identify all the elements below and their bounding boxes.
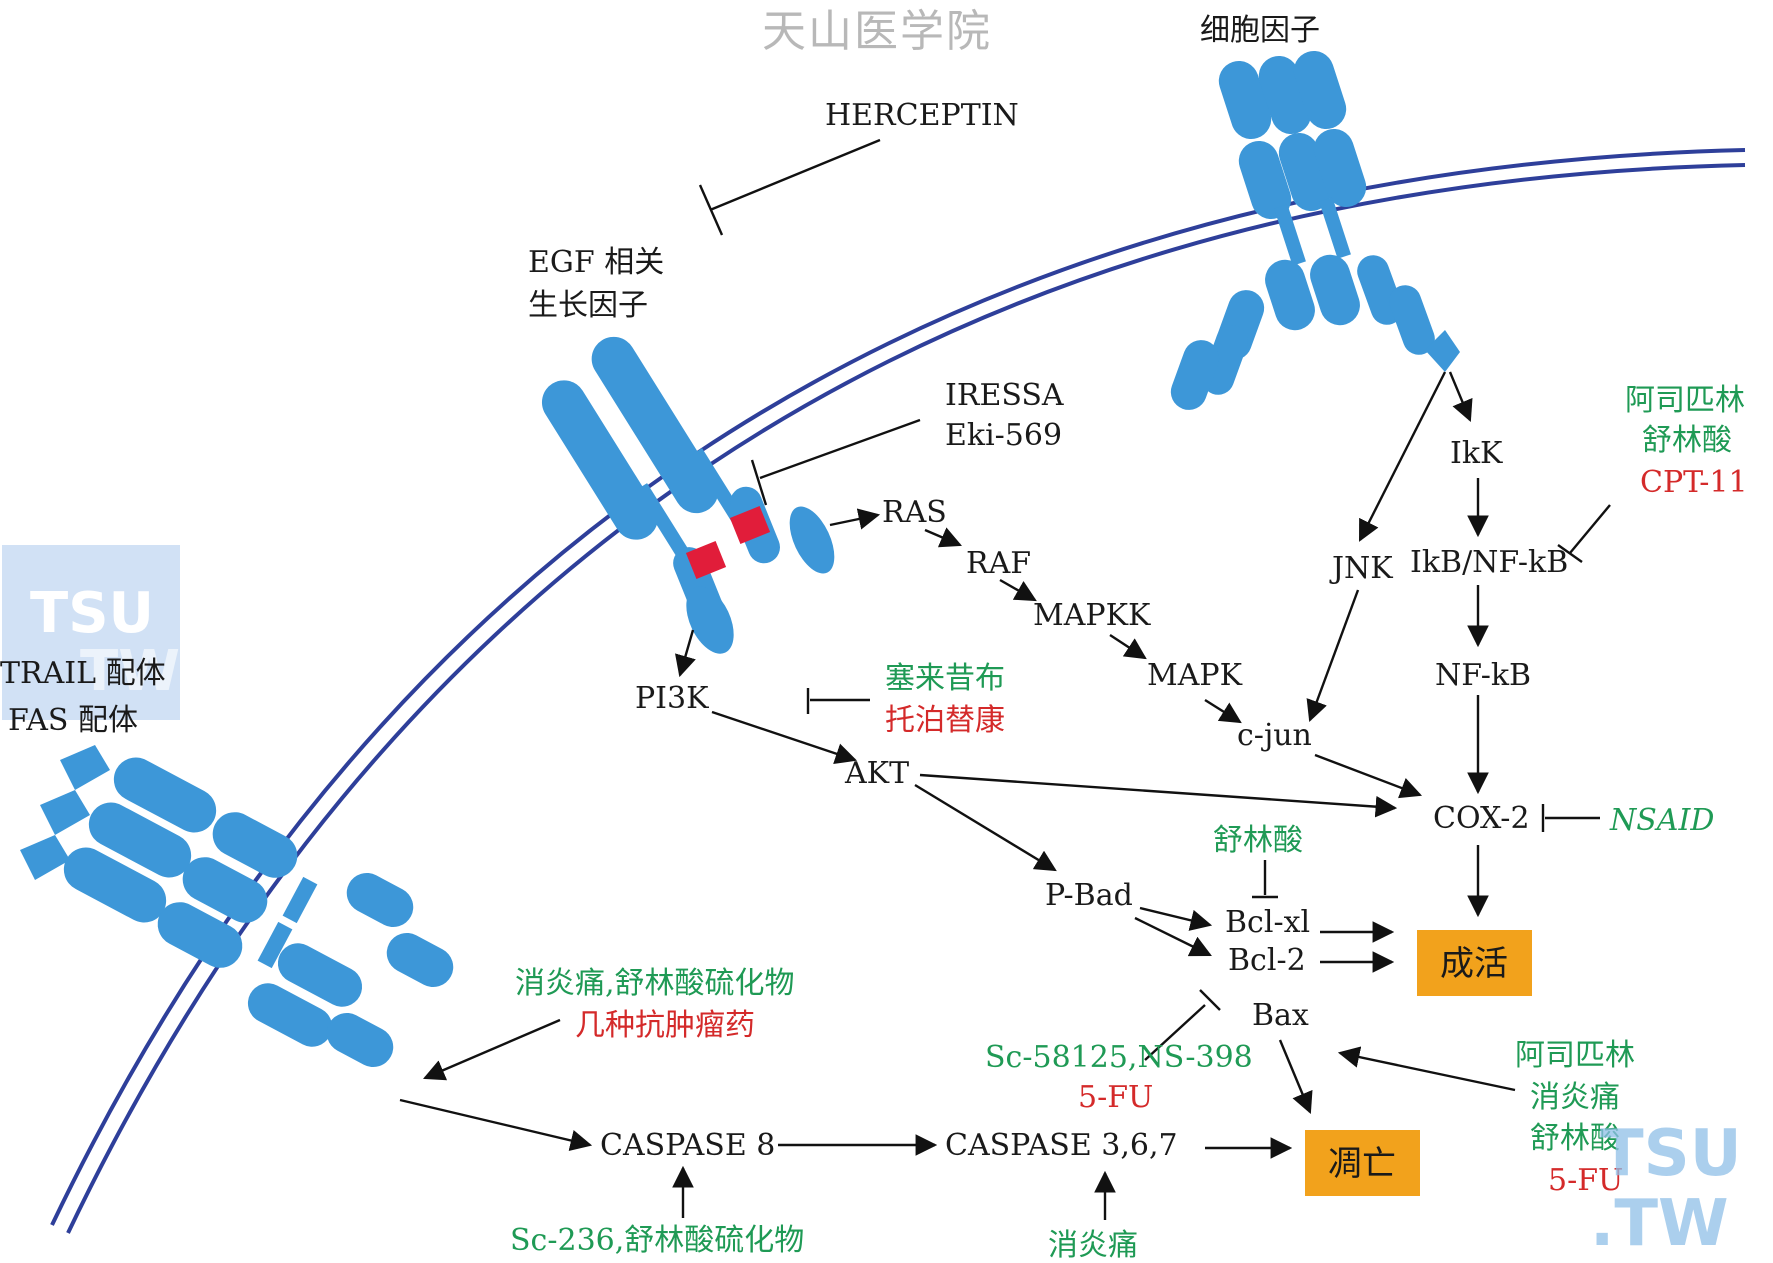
node-caspase367: CASPASE 3,6,7 [945, 1128, 1178, 1163]
node-bax: Bax [1252, 998, 1309, 1033]
apoptosis-box [1305, 1130, 1420, 1196]
sulindac-mid-label: 舒林酸 [1213, 823, 1303, 858]
pathway-edges [399, 138, 1611, 1220]
sulindac-top-label: 舒林酸 [1642, 423, 1732, 458]
trail-label: TRAIL 配体 [0, 656, 166, 691]
egf-label-line1: EGF 相关 [528, 245, 664, 280]
node-nfkb: NF-kB [1435, 658, 1531, 693]
aspirin-bottom-label: 阿司匹林 [1515, 1038, 1635, 1073]
node-cjun: c-jun [1237, 718, 1312, 753]
fu-bottom-label: 5-FU [1548, 1163, 1623, 1198]
survival-label: 成活 [1440, 944, 1508, 984]
sulindac-bottom-label: 舒林酸 [1530, 1121, 1620, 1156]
node-mapk: MAPK [1147, 658, 1243, 693]
node-mapkk: MAPKK [1033, 598, 1151, 633]
fu-mid-label: 5-FU [1078, 1080, 1153, 1115]
topotecan-label: 托泊替康 [885, 703, 1005, 738]
node-bcl2: Bcl-2 [1228, 943, 1306, 978]
tsu-watermark-right-text: TSU [1600, 1117, 1742, 1191]
trail-fas-receptor [20, 745, 454, 1068]
node-bclxl: Bcl-xl [1225, 905, 1310, 940]
node-caspase8: CASPASE 8 [600, 1128, 775, 1163]
node-raf: RAF [966, 546, 1031, 581]
iressa-inhibition-line [759, 418, 921, 480]
herceptin-inhibition-line [709, 138, 881, 212]
school-watermark: 天山医学院 [762, 6, 992, 57]
cytokine-label: 细胞因子 [1200, 13, 1320, 48]
aspirin-top-label: 阿司匹林 [1625, 383, 1745, 418]
iressa-label: IRESSA [945, 378, 1064, 413]
antitumor-label: 几种抗肿瘤药 [575, 1008, 755, 1043]
tsu-watermark-right: TSU .TW [1590, 1117, 1742, 1261]
cpt11-label: CPT-11 [1640, 465, 1748, 500]
eki-label: Eki-569 [945, 418, 1062, 453]
indomethacin-bottom-label: 消炎痛 [1530, 1080, 1620, 1115]
sc58125-inhibition-line [1144, 1004, 1206, 1061]
egf-receptor [541, 336, 835, 654]
iressa-inhibition-bar [750, 459, 768, 506]
kinase-domain-left [685, 541, 727, 579]
celecoxib-label: 塞来昔布 [885, 661, 1005, 696]
indo-sulfide-label: 消炎痛,舒林酸硫化物 [515, 966, 795, 1001]
node-cox2: COX-2 [1433, 801, 1530, 836]
sc236-label: Sc-236,舒林酸硫化物 [510, 1223, 804, 1258]
node-akt: AKT [844, 756, 909, 791]
survival-box [1417, 930, 1532, 996]
sc58125-label: Sc-58125,NS-398 [985, 1040, 1253, 1075]
node-ikb-nfkb: IkB/NF-kB [1410, 545, 1568, 580]
tsu-watermark-left-text: TSU [30, 581, 154, 646]
cytokine-receptor [1170, 50, 1460, 410]
indomethacin-low-label: 消炎痛 [1048, 1228, 1138, 1263]
tsu-watermark-left: TSU TW [2, 545, 180, 720]
fas-label: FAS 配体 [8, 703, 138, 738]
node-pbad: P-Bad [1045, 878, 1133, 913]
egf-label-line2: 生长因子 [528, 288, 648, 323]
herceptin-label: HERCEPTIN [825, 98, 1019, 133]
node-pi3k: PI3K [635, 681, 709, 716]
node-ikk: IkK [1450, 436, 1503, 471]
tw-watermark-right-text: .TW [1590, 1187, 1729, 1261]
kinase-domain-right [729, 506, 771, 544]
node-jnk: JNK [1329, 551, 1393, 586]
tw-watermark-left-text: TW [80, 639, 180, 704]
node-ras: RAS [882, 495, 947, 530]
apoptosis-label: 凋亡 [1328, 1144, 1396, 1184]
herceptin-inhibition-bar [698, 184, 724, 236]
nsaid-label: NSAID [1609, 803, 1714, 838]
